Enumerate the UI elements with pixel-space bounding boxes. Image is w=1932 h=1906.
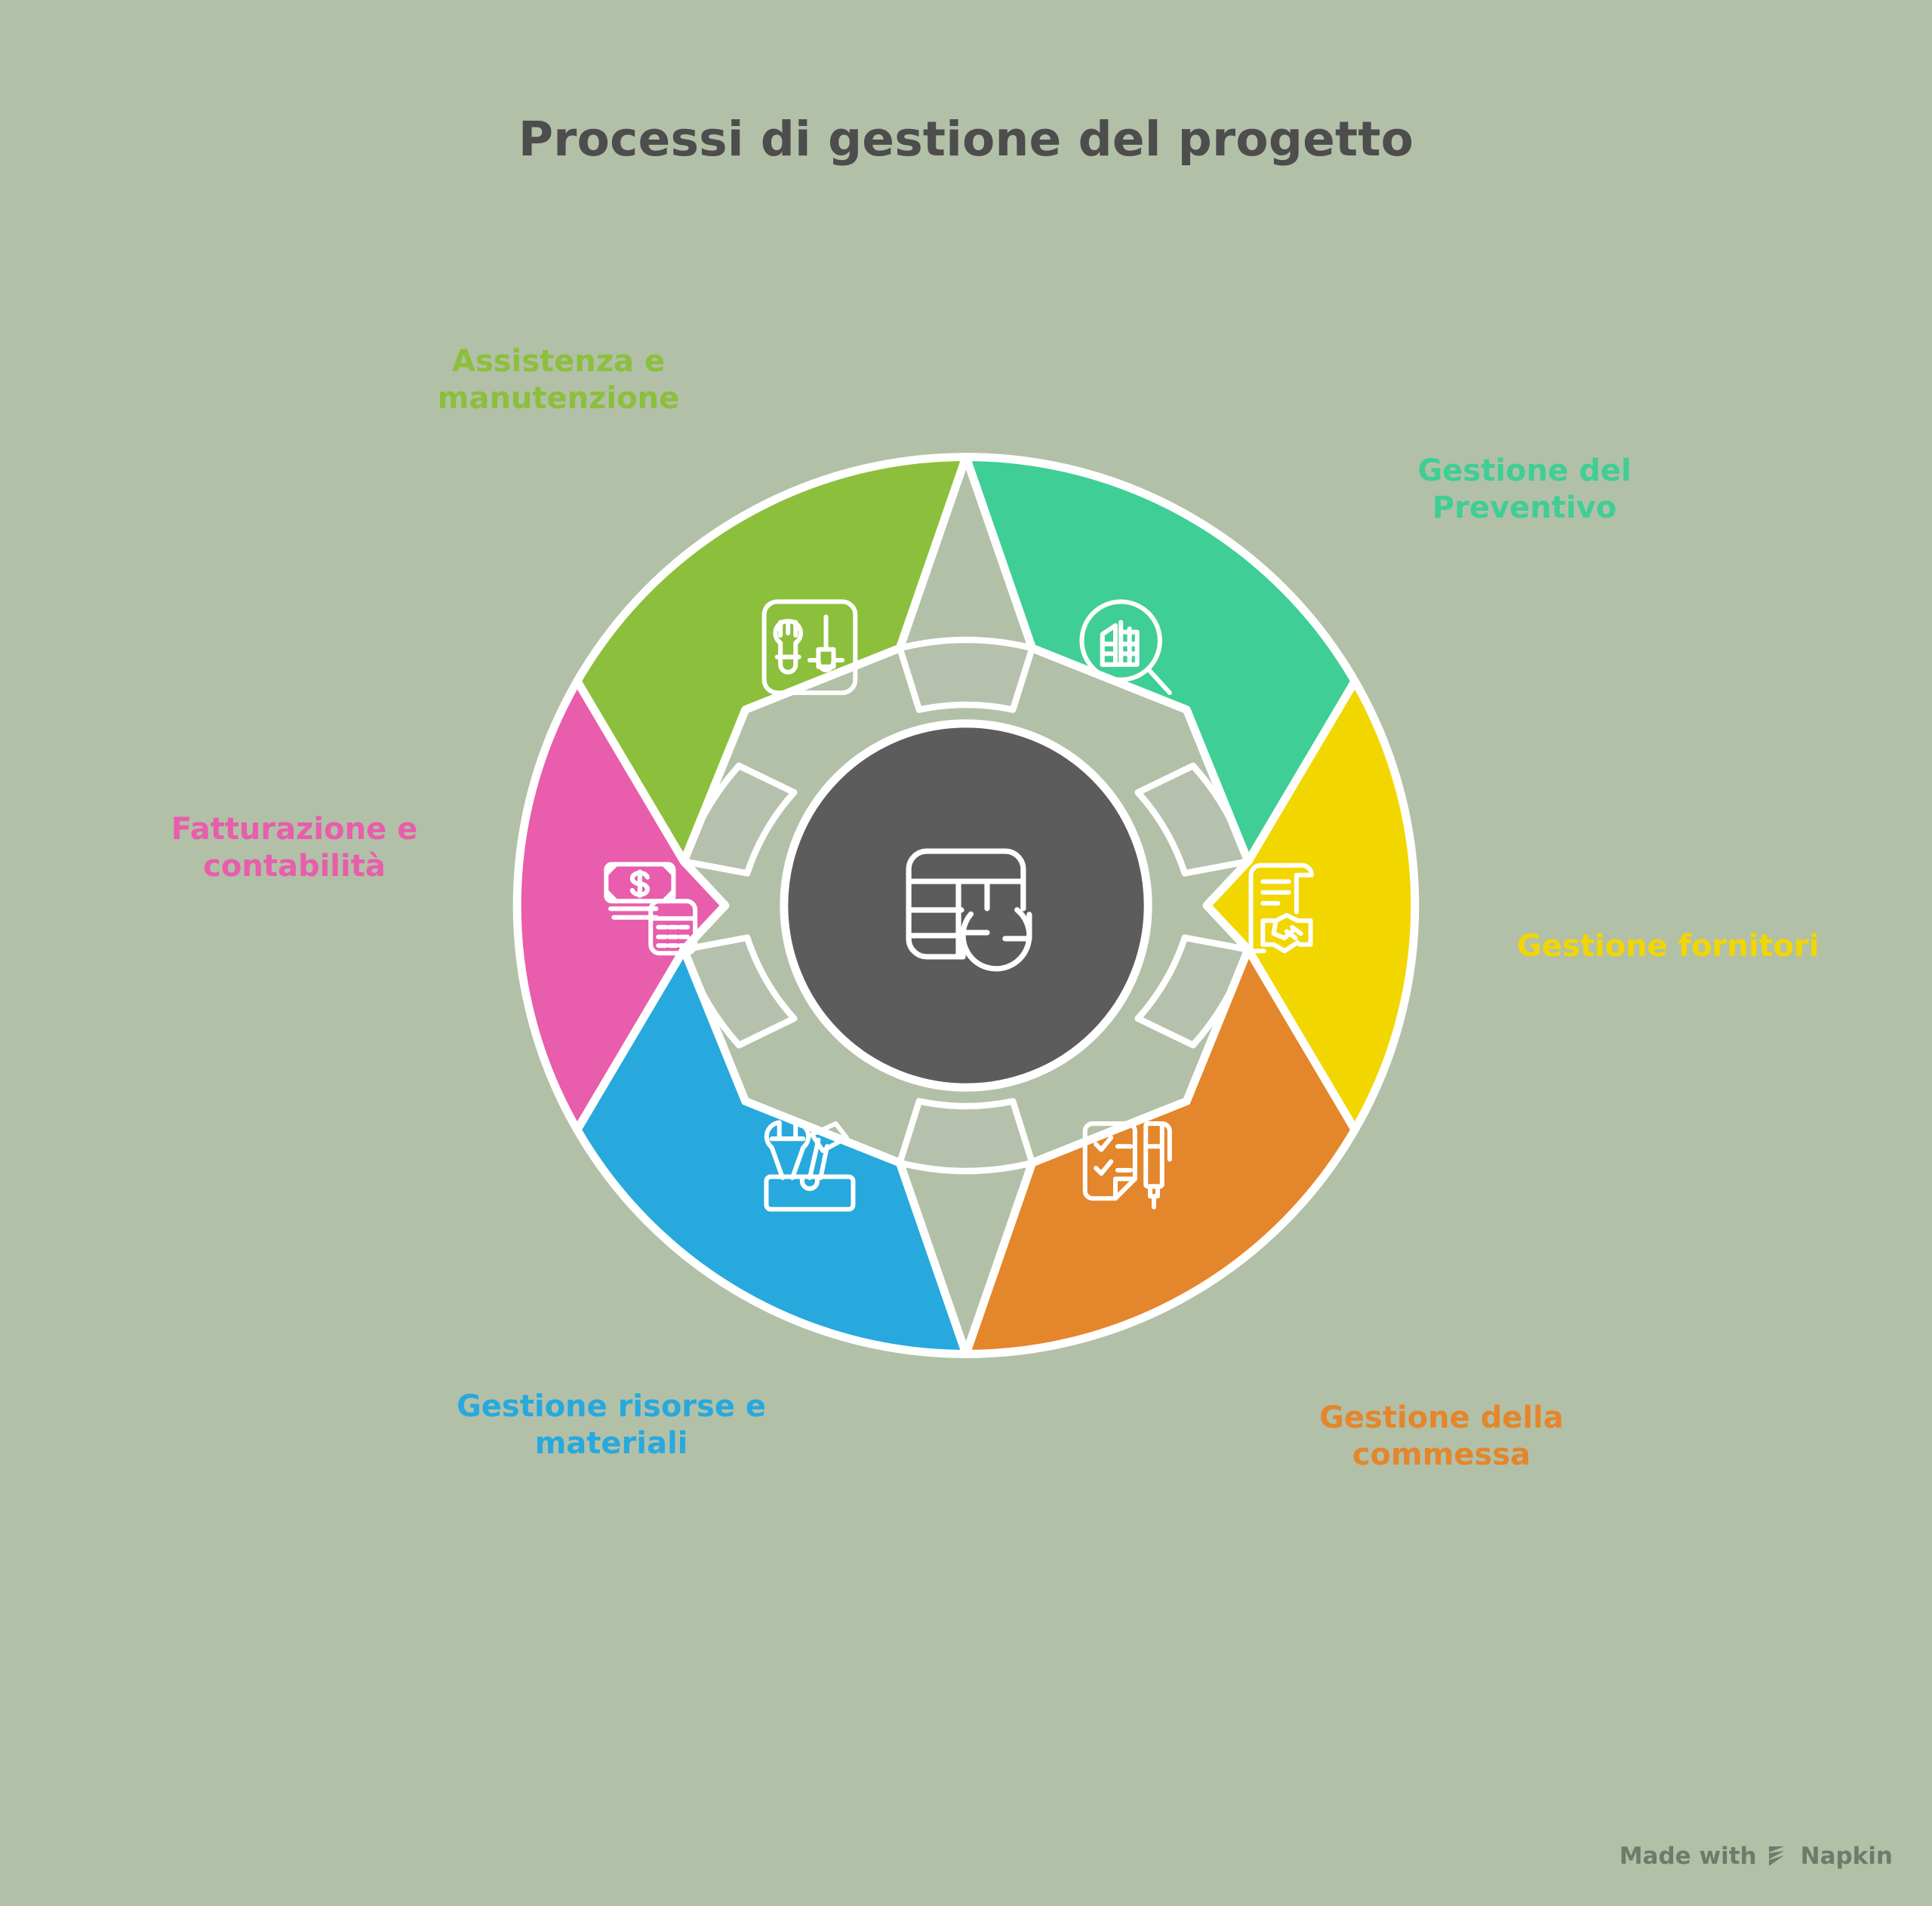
segment-label-estimate: Gestione del Preventivo [1417,453,1632,525]
center-hub-circle[interactable] [780,719,1152,1092]
napkin-logo-icon [1766,1843,1792,1869]
segment-label-suppliers: Gestione fornitori [1517,929,1820,964]
wheel-svg [512,453,1420,1358]
page-title: Processi di gestione del progetto [518,112,1414,167]
segment-billing[interactable] [512,677,730,1134]
segment-label-maintenance: Assistenza e manutenzione [437,344,680,416]
watermark: Made with Napkin [1620,1843,1893,1870]
segment-maintenance[interactable] [573,453,971,866]
segment-suppliers-shape[interactable] [1202,677,1420,1134]
gap-wedge-bottom [897,1098,1035,1175]
segment-estimate-shape[interactable] [961,453,1359,866]
segment-suppliers[interactable] [1202,677,1420,1134]
segment-label-order: Gestione della commessa [1319,1400,1564,1472]
segment-order[interactable] [961,945,1359,1358]
watermark-brand-text: Napkin [1800,1843,1893,1870]
segment-estimate[interactable] [961,453,1359,866]
process-wheel-diagram [506,446,1426,1365]
center-hub[interactable] [780,719,1152,1092]
gap-wedges [680,636,1252,1175]
segment-label-billing: Fatturazione e contabilità [171,812,418,884]
watermark-made-with-text: Made with [1619,1843,1757,1870]
segment-resources[interactable] [573,945,971,1358]
segment-maintenance-shape[interactable] [573,453,971,866]
segment-label-resources: Gestione risorse e materiali [456,1389,767,1461]
segment-billing-shape[interactable] [512,677,730,1134]
gap-wedge-top [897,636,1035,713]
